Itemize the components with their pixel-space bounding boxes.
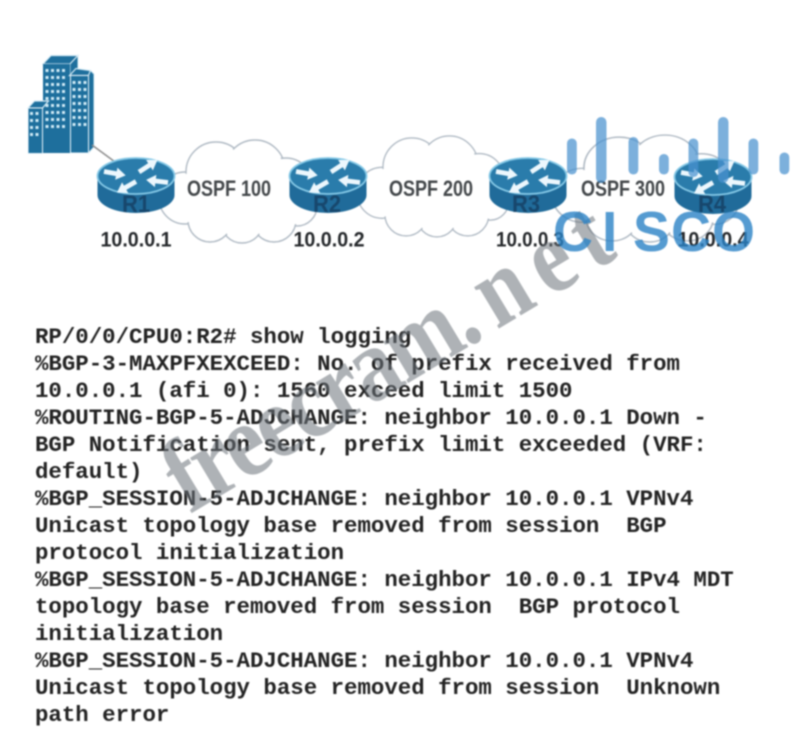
svg-text:O: O xyxy=(712,199,755,263)
svg-text:R3: R3 xyxy=(512,191,540,218)
svg-text:10.0.0.4: 10.0.0.4 xyxy=(678,229,749,252)
svg-text:OSPF 300: OSPF 300 xyxy=(581,176,665,201)
svg-text:I: I xyxy=(602,199,617,263)
svg-text:10.0.0.3: 10.0.0.3 xyxy=(496,229,564,252)
svg-text:C: C xyxy=(553,199,593,263)
svg-text:C: C xyxy=(671,199,711,263)
svg-text:10.0.0.1: 10.0.0.1 xyxy=(101,229,172,252)
svg-text:R4: R4 xyxy=(698,191,727,218)
svg-text:S: S xyxy=(633,199,670,263)
svg-text:OSPF 100: OSPF 100 xyxy=(187,176,271,201)
svg-text:R1: R1 xyxy=(122,191,150,218)
svg-text:10.0.0.2: 10.0.0.2 xyxy=(294,229,365,252)
svg-text:OSPF 200: OSPF 200 xyxy=(389,176,473,201)
svg-text:R2: R2 xyxy=(313,191,341,218)
